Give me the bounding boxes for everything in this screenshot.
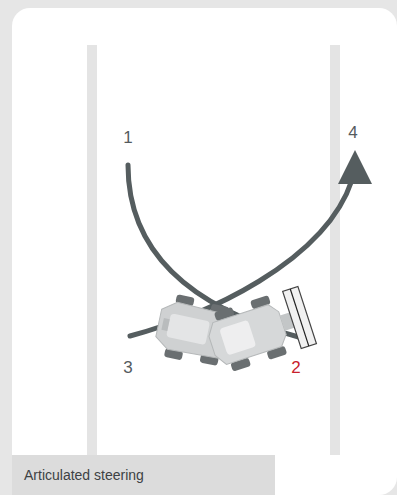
- lane-line: [330, 45, 340, 455]
- callout-number: 4: [348, 123, 357, 143]
- lane-line: [87, 45, 97, 455]
- arrowhead: [338, 150, 372, 184]
- panel-fill: [12, 30, 42, 495]
- callout-number: 1: [123, 128, 132, 148]
- panel: [12, 8, 397, 495]
- callout-number: 2: [291, 358, 300, 378]
- callout-number: 3: [123, 358, 132, 378]
- caption-tab: Articulated steering: [12, 455, 275, 495]
